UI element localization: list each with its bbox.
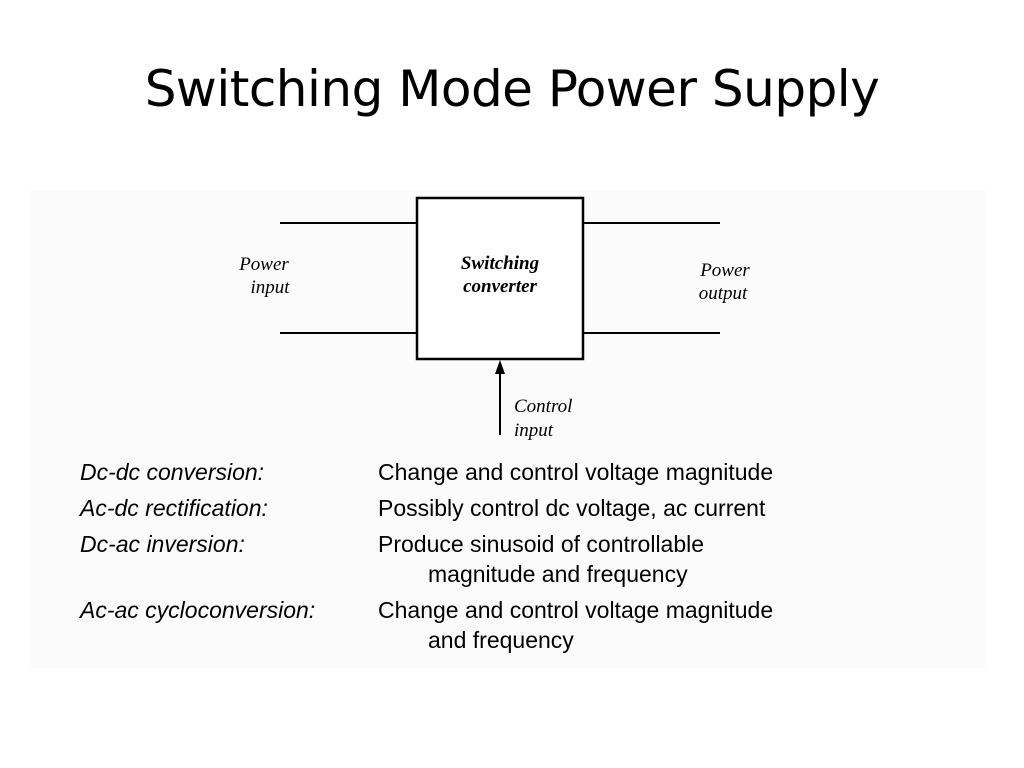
function-description-line: and frequency bbox=[428, 627, 574, 653]
function-description-line: Produce sinusoid of controllable bbox=[378, 531, 705, 557]
function-row-ac-dc: Ac-dc rectification: Possibly control dc… bbox=[80, 493, 773, 523]
slide-title: Switching Mode Power Supply bbox=[144, 60, 880, 118]
function-description: Change and control voltage magnitude and… bbox=[378, 595, 773, 655]
power-input-label-line2: input bbox=[250, 277, 290, 298]
function-description: Change and control voltage magnitude bbox=[378, 457, 773, 487]
function-row-ac-ac: Ac-ac cycloconversion: Change and contro… bbox=[80, 595, 773, 655]
control-arrowhead bbox=[495, 360, 505, 374]
function-term: Ac-dc rectification: bbox=[80, 495, 268, 521]
figure-panel: Power input Switching converter Power ou… bbox=[30, 190, 986, 668]
function-description: Produce sinusoid of controllable magnitu… bbox=[378, 529, 704, 589]
function-row-dc-ac: Dc-ac inversion: Produce sinusoid of con… bbox=[80, 529, 773, 589]
block-diagram: Power input Switching converter Power ou… bbox=[238, 196, 750, 441]
function-term: Dc-dc conversion: bbox=[80, 459, 265, 485]
function-description: Possibly control dc voltage, ac current bbox=[378, 493, 765, 523]
control-input-label-line1: Control bbox=[514, 396, 572, 417]
power-output-label-line1: Power bbox=[699, 260, 750, 281]
converter-functions-table: Dc-dc conversion: Change and control vol… bbox=[80, 457, 773, 655]
switching-converter-box bbox=[415, 196, 585, 361]
function-description-line: magnitude and frequency bbox=[428, 561, 688, 587]
function-description-line: Change and control voltage magnitude bbox=[378, 597, 774, 623]
function-description-line: Change and control voltage magnitude bbox=[378, 459, 774, 485]
converter-label-line2: converter bbox=[463, 276, 537, 297]
control-input-label-line2: input bbox=[514, 420, 554, 441]
function-term: Ac-ac cycloconversion: bbox=[80, 597, 316, 623]
function-description-line: Possibly control dc voltage, ac current bbox=[378, 495, 766, 521]
power-input-label-line1: Power bbox=[238, 254, 289, 275]
power-output-label-line2: output bbox=[699, 283, 748, 304]
converter-label-line1: Switching bbox=[461, 253, 539, 274]
function-row-dc-dc: Dc-dc conversion: Change and control vol… bbox=[80, 457, 773, 487]
function-term: Dc-ac inversion: bbox=[80, 531, 245, 557]
